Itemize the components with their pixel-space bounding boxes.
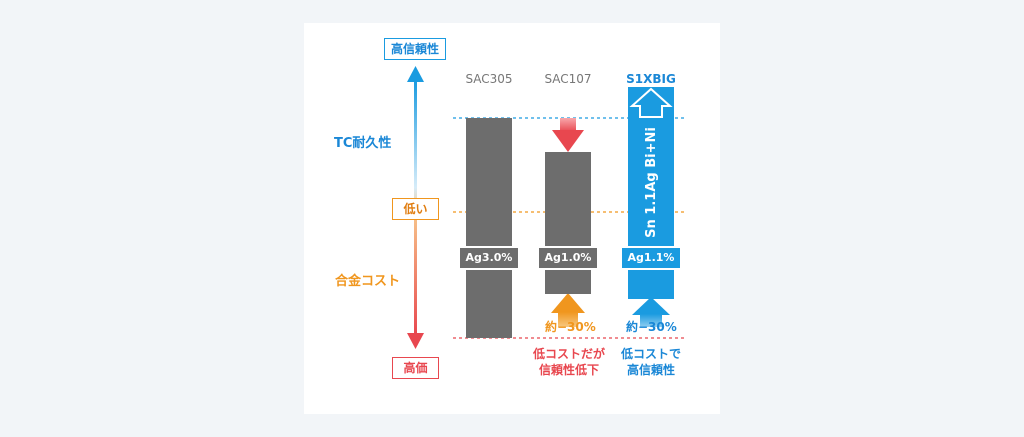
alloy-cost-label: 合金コスト: [335, 274, 401, 289]
sac107-note-line1: 低コストだが: [532, 347, 605, 361]
s1xbig-note-line1: 低コストで: [620, 347, 681, 361]
sac107-bar: [545, 152, 591, 294]
sac305-bar: [466, 118, 512, 338]
tc-durability-label: TC耐久性: [334, 136, 392, 151]
s1xbig-note-line2: 高信頼性: [626, 363, 675, 377]
reliability-drop-arrow: [552, 118, 584, 152]
sac107-ag-tag: Ag1.0%: [539, 246, 597, 270]
cost-reduction-arrow-blue: [632, 297, 670, 327]
sac305-title: SAC305: [465, 72, 513, 86]
sac305-ag-tag: Ag3.0%: [460, 246, 518, 270]
s1xbig-composition-text: Sn 1.1Ag Bi+Ni: [643, 126, 659, 238]
cost-reduction-arrow-orange: [551, 293, 585, 327]
sac107-saving-label: 約−30%: [545, 320, 596, 334]
sac107-title: SAC107: [544, 72, 592, 86]
s1xbig-ag-tag: Ag1.1%: [622, 246, 680, 270]
s1xbig-saving-label: 約−30%: [626, 320, 677, 334]
s1xbig-title: S1XBIG: [626, 72, 676, 86]
expensive-label: 高価: [392, 357, 439, 379]
sac107-note-line2: 信頼性低下: [538, 363, 599, 377]
low-label: 低い: [392, 198, 439, 220]
high-reliability-label: 高信頼性: [384, 38, 446, 60]
s1xbig-composition-label: Sn 1.1Ag Bi+Ni: [637, 126, 665, 238]
